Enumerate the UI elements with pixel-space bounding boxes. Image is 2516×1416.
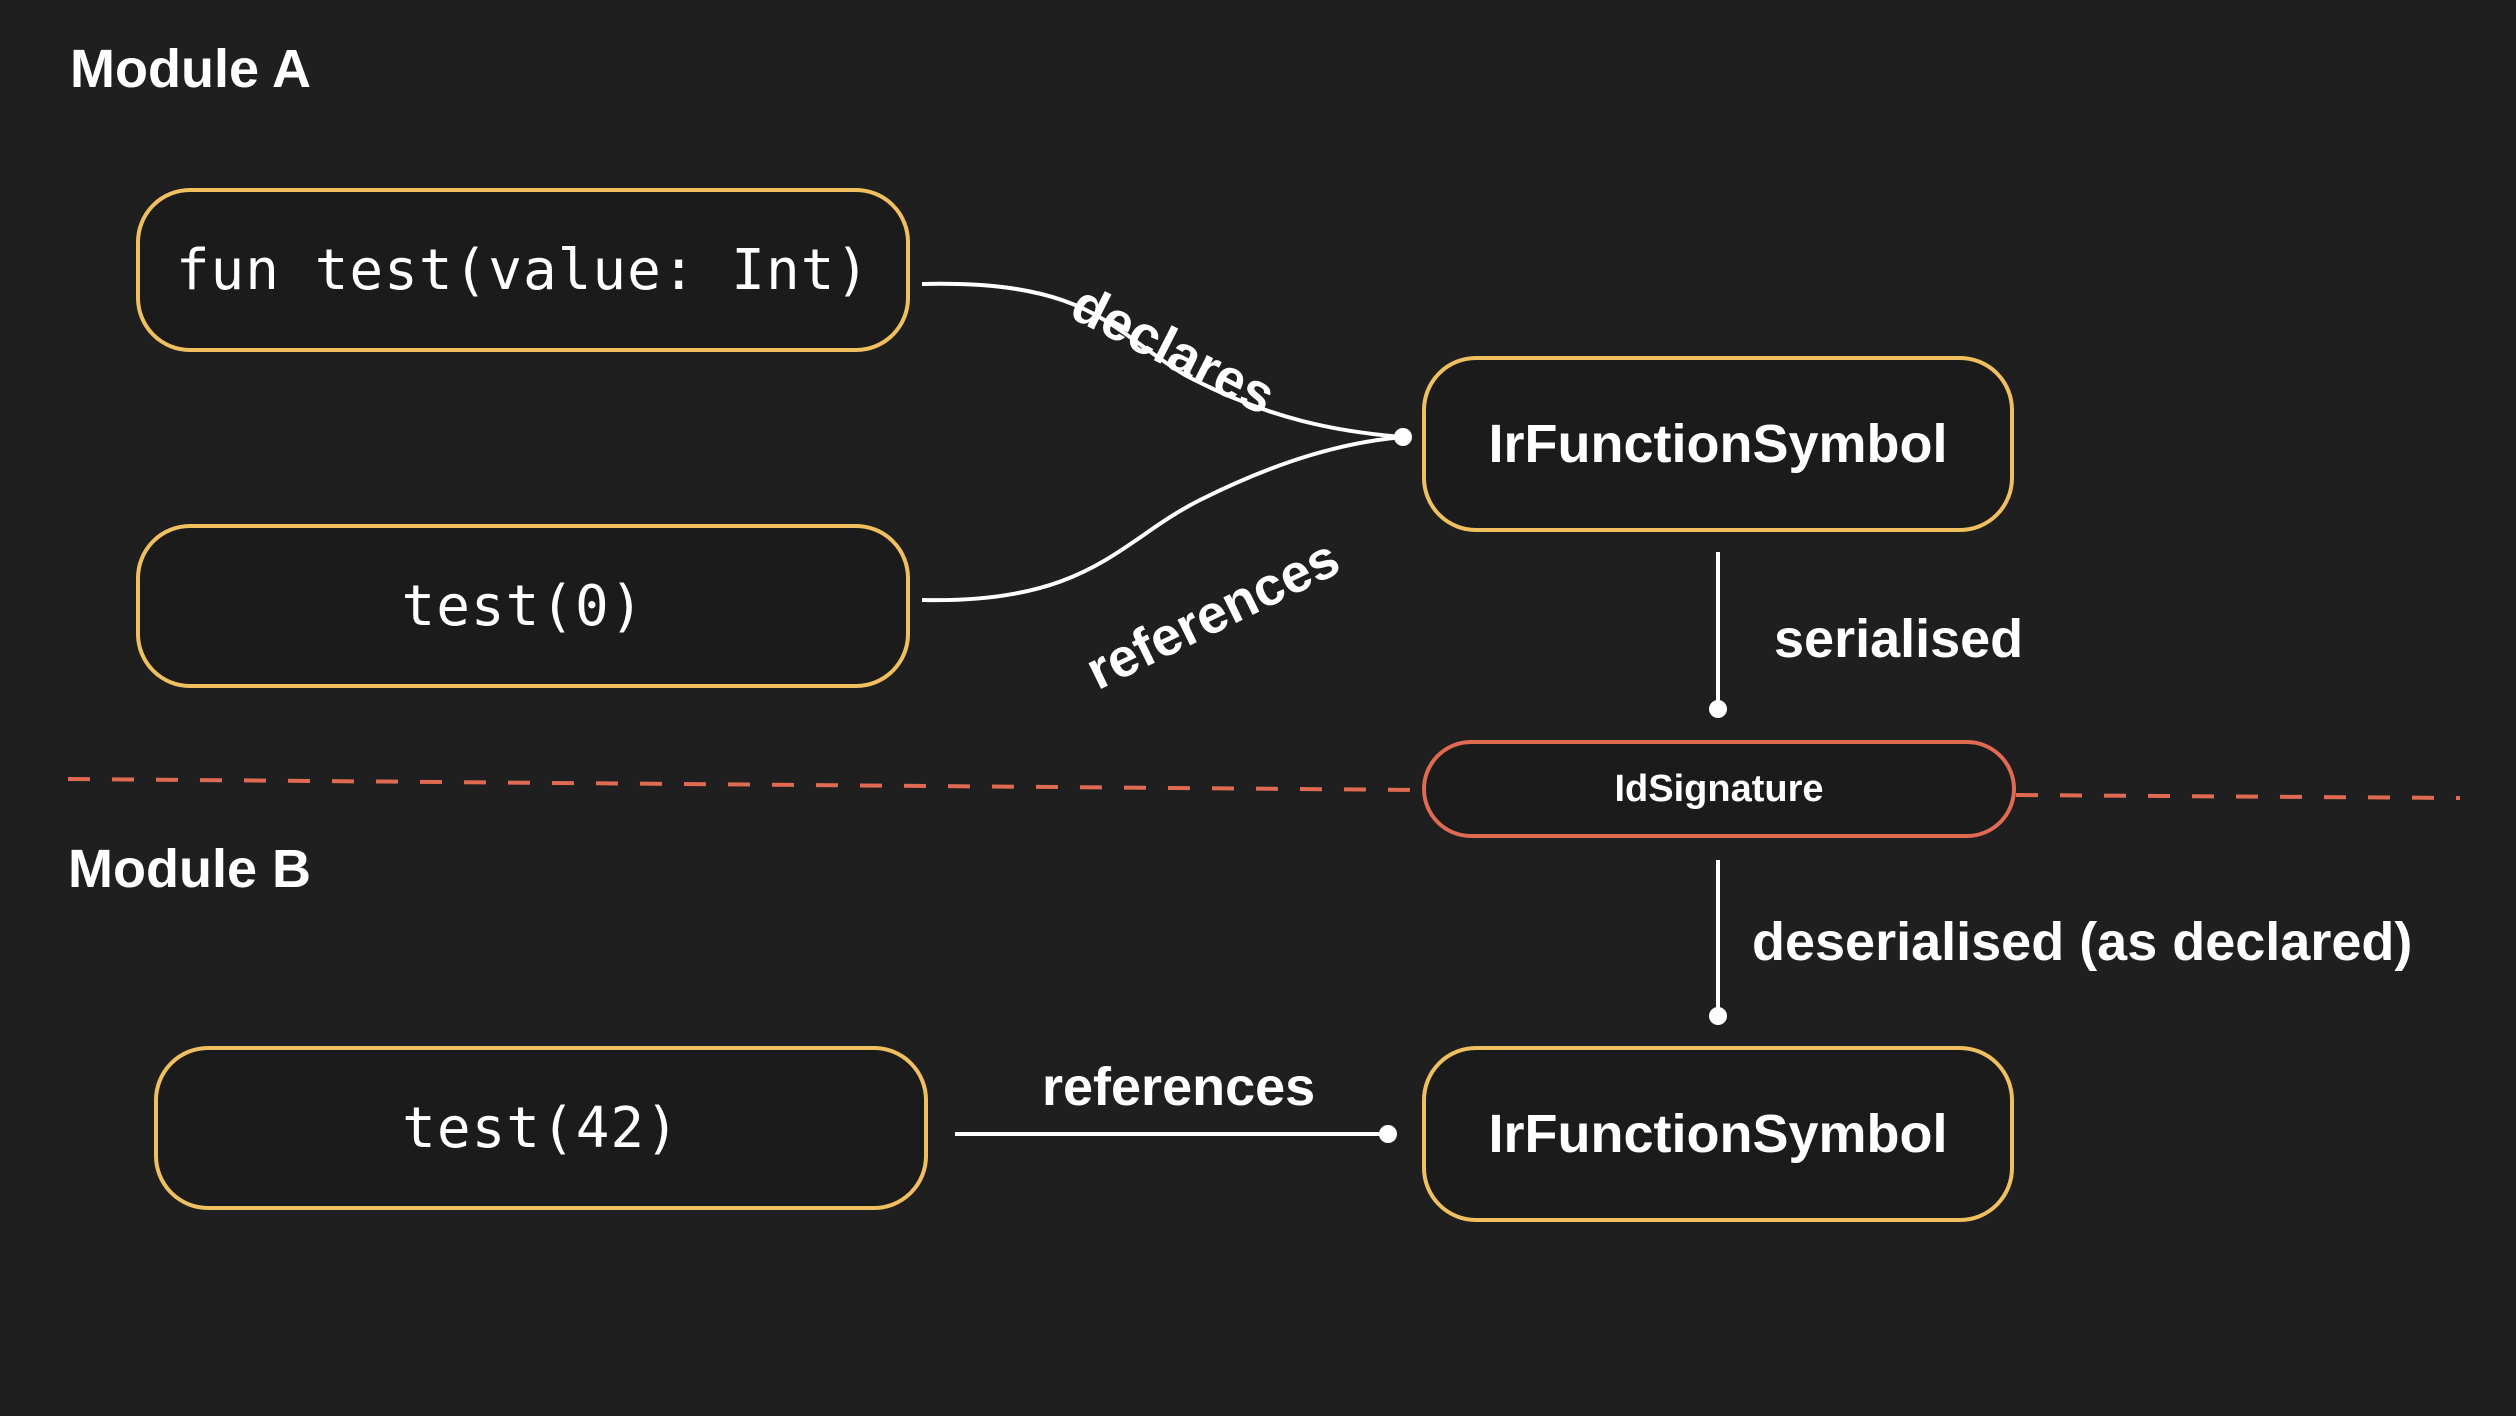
- references-label-b: references: [1042, 1057, 1316, 1117]
- symbol-a-endpoint: [1394, 428, 1412, 446]
- signature-box: IdSignature: [1422, 740, 2016, 838]
- module-a-title: Module A: [70, 39, 311, 99]
- module-boundary-right: [2015, 793, 2461, 800]
- declaration-code: fun test(value: Int): [175, 237, 871, 303]
- deserialised-label: deserialised (as declared): [1752, 912, 2413, 972]
- signature-label: IdSignature: [1614, 767, 1824, 810]
- symbol-label-a: IrFunctionSymbol: [1488, 414, 1948, 474]
- symbol-b-endpoint: [1379, 1125, 1397, 1143]
- call-box-b: test(42): [154, 1046, 928, 1210]
- deserialised-endpoint: [1709, 1007, 1727, 1025]
- symbol-box-a: IrFunctionSymbol: [1422, 356, 2014, 532]
- symbol-label-b: IrFunctionSymbol: [1488, 1104, 1948, 1164]
- symbol-box-b: IrFunctionSymbol: [1422, 1046, 2014, 1222]
- references-connector-a: [921, 435, 1404, 603]
- declaration-box: fun test(value: Int): [136, 188, 910, 352]
- module-boundary-left: [67, 777, 1421, 792]
- call-box-a: test(0): [136, 524, 910, 688]
- call-code-a: test(0): [401, 573, 645, 639]
- declares-connector: [921, 281, 1404, 439]
- serialised-endpoint: [1709, 700, 1727, 718]
- call-code-b: test(42): [402, 1095, 680, 1161]
- serialised-label: serialised: [1774, 609, 2024, 669]
- module-b-title: Module B: [68, 839, 311, 899]
